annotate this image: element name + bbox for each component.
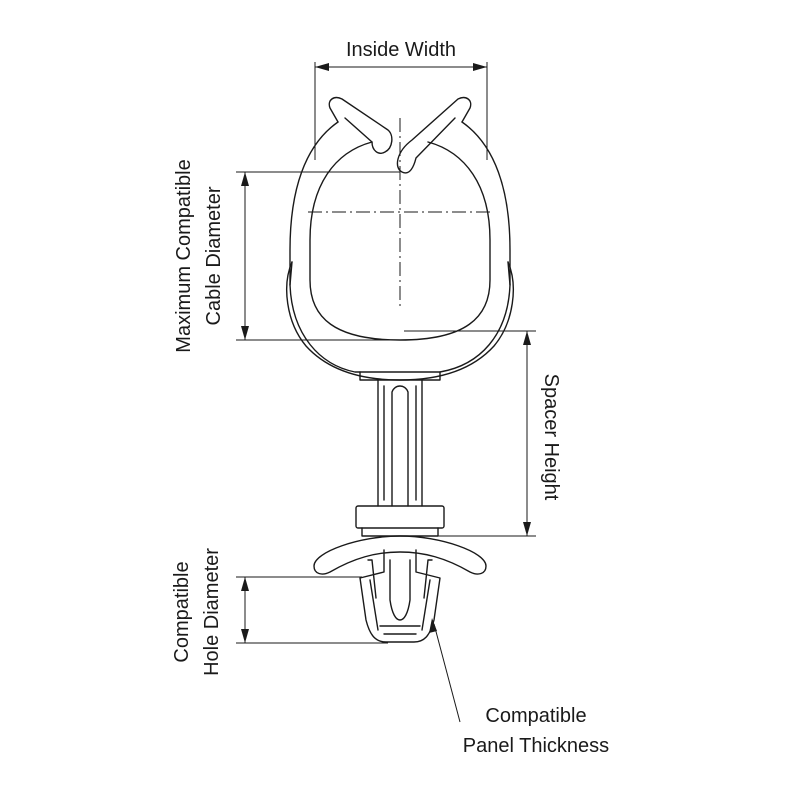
- push-barb-tip: [379, 625, 421, 635]
- dimension-spacer-height: Spacer Height: [404, 330, 562, 537]
- dimension-hole-diameter: Compatible Hole Diameter: [171, 548, 388, 676]
- clip-lower-band: [286, 261, 514, 381]
- cable-centerlines: [308, 118, 492, 310]
- push-barb-inner: [389, 559, 411, 621]
- spacer-height-arrow-bottom: [523, 522, 531, 536]
- panel-thickness-leader: [433, 623, 461, 723]
- clip-stem-neck: [359, 371, 441, 381]
- clip-band-cap-right: [507, 261, 511, 286]
- inside-width-label: Inside Width: [346, 39, 456, 61]
- clip-outer-ring: [289, 121, 511, 373]
- cable-diameter-arrow-bottom: [241, 326, 249, 340]
- cable-diameter-arrow-top: [241, 172, 249, 186]
- inside-width-arrow-left: [315, 63, 329, 71]
- panel-thickness-arrow: [429, 618, 437, 633]
- hole-diameter-arrow-bottom: [241, 629, 249, 643]
- dimension-inside-width: Inside Width: [314, 39, 488, 160]
- clip-left-latch: [328, 96, 393, 154]
- cable-diameter-label-line2: Cable Diameter: [203, 186, 225, 325]
- spacer-stem: [377, 379, 423, 507]
- hole-diameter-label-line2: Hole Diameter: [201, 548, 223, 676]
- dimension-max-cable-diameter: Maximum Compatible Cable Diameter: [173, 159, 400, 353]
- clip-right-latch: [396, 96, 472, 174]
- panel-flange: [313, 535, 487, 575]
- spacer-stem-rib: [391, 385, 409, 507]
- cable-clip-part: [286, 96, 514, 643]
- clip-band-cap-left: [289, 261, 293, 286]
- spacer-height-arrow-top: [523, 331, 531, 345]
- hole-diameter-label-line1: Compatible: [171, 561, 193, 662]
- callout-panel-thickness: Compatible Panel Thickness: [429, 618, 609, 757]
- spacer-height-label: Spacer Height: [540, 374, 562, 501]
- spacer-stem-inner: [383, 385, 417, 501]
- push-barb-left-wing: [367, 559, 379, 631]
- cable-diameter-label-line1: Maximum Compatible: [173, 159, 195, 352]
- panel-thickness-label-line2: Panel Thickness: [463, 735, 609, 757]
- hole-diameter-arrow-top: [241, 577, 249, 591]
- inside-width-arrow-right: [473, 63, 487, 71]
- panel-thickness-label-line1: Compatible: [485, 705, 586, 727]
- spacer-collar-base: [361, 527, 439, 537]
- spacer-collar: [355, 505, 445, 529]
- push-barb-right-wing: [421, 559, 433, 631]
